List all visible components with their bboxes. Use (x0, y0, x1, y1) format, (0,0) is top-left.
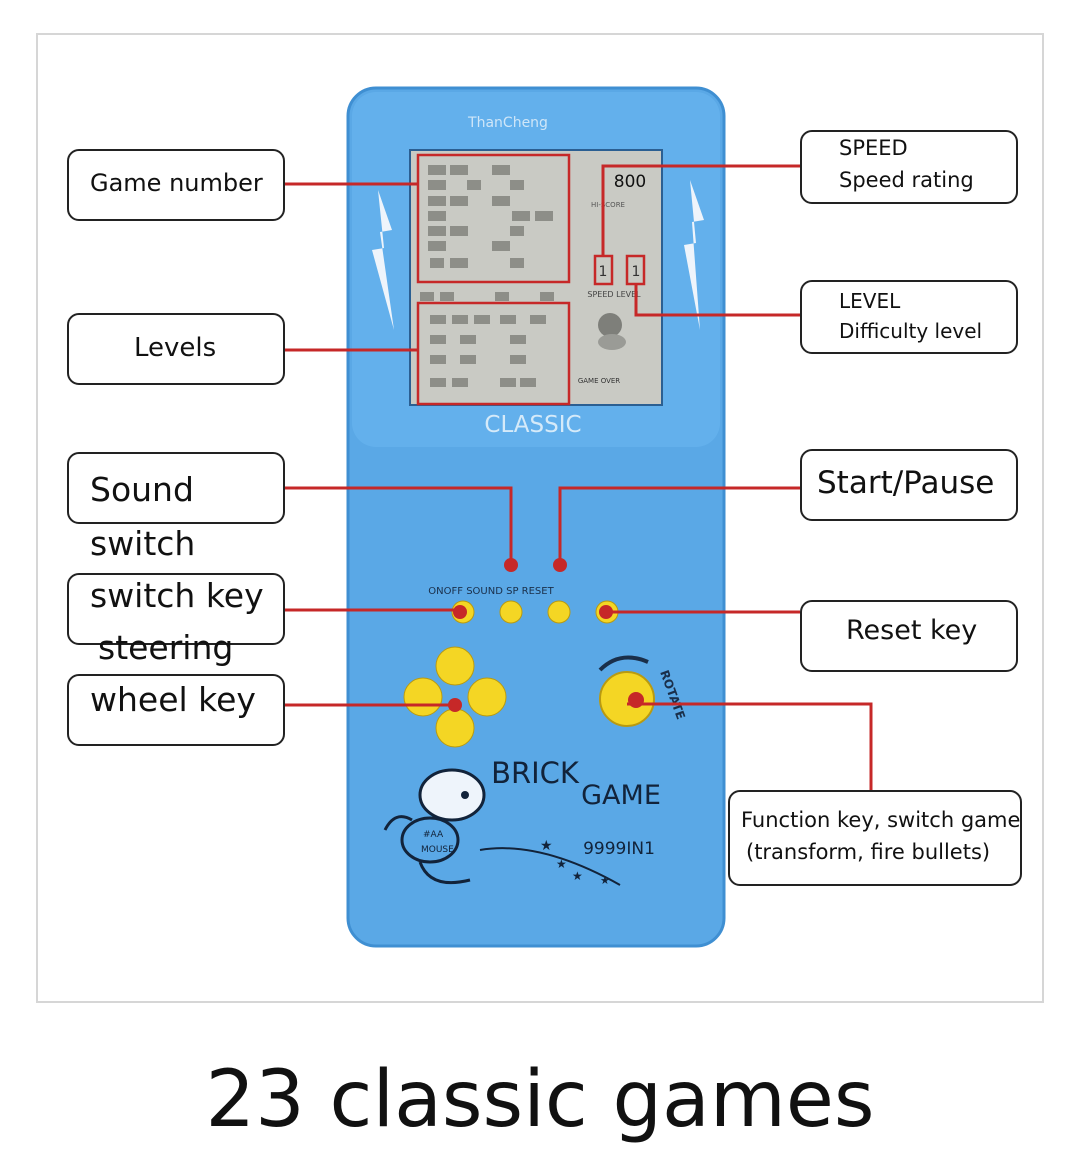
switch-key-label: switch key (90, 576, 264, 615)
start-pause-label: Start/Pause (817, 465, 995, 501)
screen-grid-bottom (420, 292, 554, 387)
levels-callout (67, 313, 285, 385)
start-pause-callout (800, 449, 1018, 521)
level-value: 1 (632, 264, 641, 280)
game-number-label: Game number (90, 169, 263, 197)
svg-text:★: ★ (600, 874, 610, 887)
hi-score-label: HI-SCORE (591, 201, 625, 209)
sound-switch-label-2: switch (90, 524, 196, 563)
start-pause-button[interactable] (547, 600, 571, 624)
mascot-tag-2: MOUSE (421, 845, 454, 855)
speed-callout (800, 130, 1018, 204)
reset-key-label: Reset key (846, 615, 978, 646)
game-number-callout (67, 149, 285, 221)
lightning-left-icon (372, 190, 394, 330)
lightning-right-icon (684, 180, 704, 330)
screen-mascot-icon (598, 313, 626, 350)
levels-highlight (416, 301, 571, 406)
game-number-highlight (416, 153, 571, 284)
switch-key-callout (67, 573, 285, 645)
svg-text:★: ★ (556, 857, 567, 871)
leader-lines (285, 164, 873, 790)
svg-text:★: ★ (572, 869, 583, 883)
screen-grid-top (428, 165, 553, 268)
wheel-key-callout (67, 674, 285, 746)
svg-text:★: ★ (540, 838, 553, 854)
mouse-mascot-icon (383, 768, 486, 885)
sound-switch-label-1: Sound (90, 470, 194, 509)
wheel-key-label: wheel key (90, 680, 256, 719)
swoosh-decoration (479, 847, 621, 886)
brand-label: ThanCheng (467, 115, 548, 131)
level-callout (800, 280, 1018, 354)
game-over-label: GAME OVER (578, 377, 620, 385)
function-key-label-2: (transform, fire bullets) (746, 840, 991, 864)
level-title: LEVEL (839, 289, 901, 313)
count-label: 9999IN1 (583, 839, 655, 859)
model-label: CLASSIC (484, 412, 581, 438)
levels-label: Levels (134, 333, 217, 363)
sound-switch-callout (67, 452, 285, 524)
level-desc: Difficulty level (839, 319, 983, 343)
speed-title: SPEED (839, 136, 908, 160)
speed-level-label: SPEED LEVEL (587, 290, 641, 299)
mascot-tag-1: #AA (423, 830, 444, 840)
rotate-arrow-icon (598, 655, 649, 672)
function-key-callout (728, 790, 1022, 886)
steering-label: steering (98, 628, 234, 667)
reset-key-callout (800, 600, 1018, 672)
footer-caption: 23 classic games (205, 1055, 875, 1145)
sound-button[interactable] (499, 600, 523, 624)
game-label: GAME (581, 780, 661, 811)
stars-decoration-icon: ★ ★ ★ ★ (540, 838, 610, 887)
function-key-label-1: Function key, switch game (741, 808, 1021, 832)
leader-dots (448, 558, 644, 712)
buttons-label: ONOFF SOUND SP RESET (428, 586, 554, 597)
rotate-button[interactable] (599, 671, 655, 727)
speed-desc: Speed rating (839, 168, 974, 192)
score-readout: 800 (614, 172, 646, 192)
screen (409, 149, 663, 406)
brick-label: BRICK (491, 756, 580, 790)
speed-value: 1 (599, 264, 608, 280)
